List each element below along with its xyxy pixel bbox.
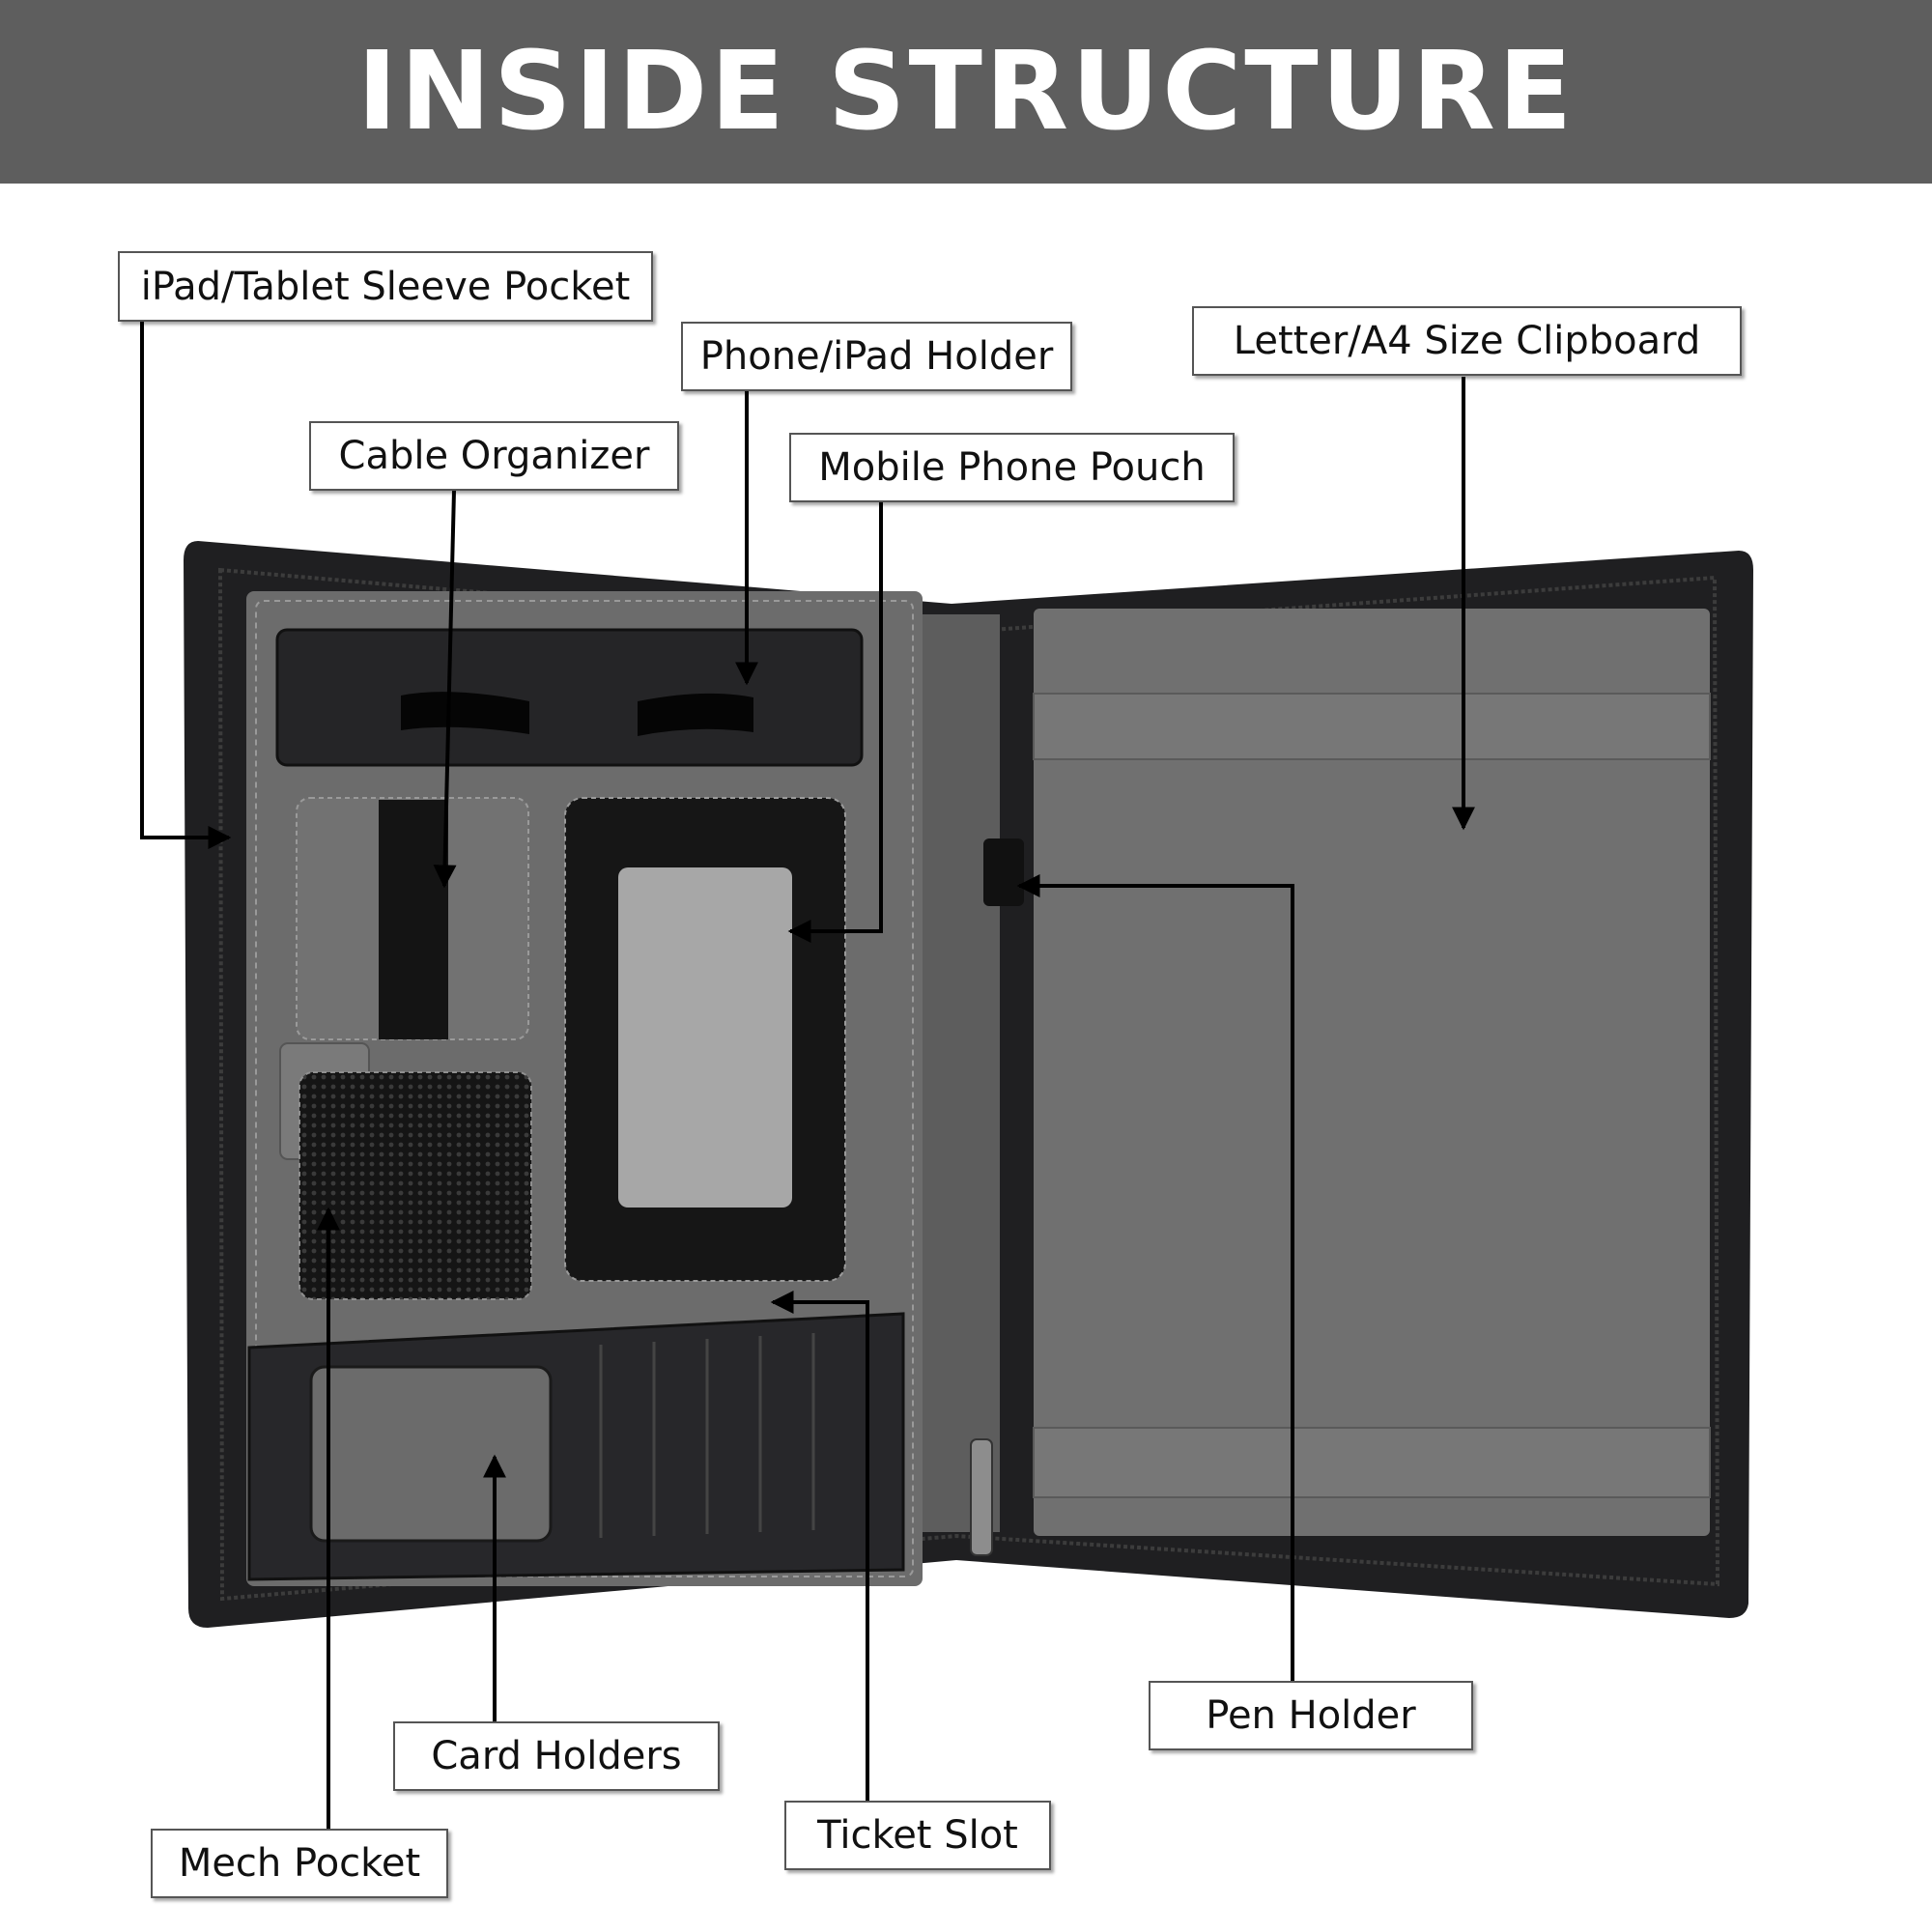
- id-window: [309, 1365, 553, 1543]
- callout-phone-pouch: [787, 502, 883, 943]
- pen-loop: [983, 838, 1024, 906]
- label-ticket-slot: Ticket Slot: [784, 1801, 1051, 1870]
- phone-holder-slot-left: [401, 692, 529, 734]
- label-cable-organizer: Cable Organizer: [309, 421, 679, 491]
- label-phone-pouch: Mobile Phone Pouch: [789, 433, 1235, 502]
- callout-cable-organizer: [433, 490, 457, 889]
- phone-holder-slot-right: [638, 693, 753, 736]
- callout-pen-holder: [1016, 874, 1294, 1681]
- clipboard-strap-bottom: [1033, 1427, 1711, 1498]
- mesh-pocket: [298, 1071, 532, 1300]
- page-title: INSIDE STRUCTURE: [356, 29, 1576, 155]
- title-banner: INSIDE STRUCTURE: [0, 0, 1932, 184]
- phone-pouch-window: [618, 867, 792, 1208]
- label-clipboard: Letter/A4 Size Clipboard: [1192, 306, 1742, 376]
- label-card-holders: Card Holders: [393, 1721, 720, 1791]
- callout-ticket-slot: [770, 1291, 869, 1801]
- label-mech-pocket: Mech Pocket: [151, 1829, 448, 1898]
- elastic-band: [379, 800, 448, 1039]
- phone-holder-strip: [275, 628, 864, 767]
- spine: [923, 614, 1000, 1532]
- zipper-pull: [970, 1438, 993, 1556]
- label-phone-holder: Phone/iPad Holder: [681, 322, 1072, 391]
- clipboard-panel: [1034, 609, 1710, 1536]
- clipboard-strap-top: [1033, 693, 1711, 760]
- callout-ipad-sleeve: [140, 322, 232, 849]
- callout-lines: [140, 322, 1475, 1829]
- label-pen-holder: Pen Holder: [1149, 1681, 1473, 1750]
- label-ipad-sleeve: iPad/Tablet Sleeve Pocket: [118, 251, 653, 322]
